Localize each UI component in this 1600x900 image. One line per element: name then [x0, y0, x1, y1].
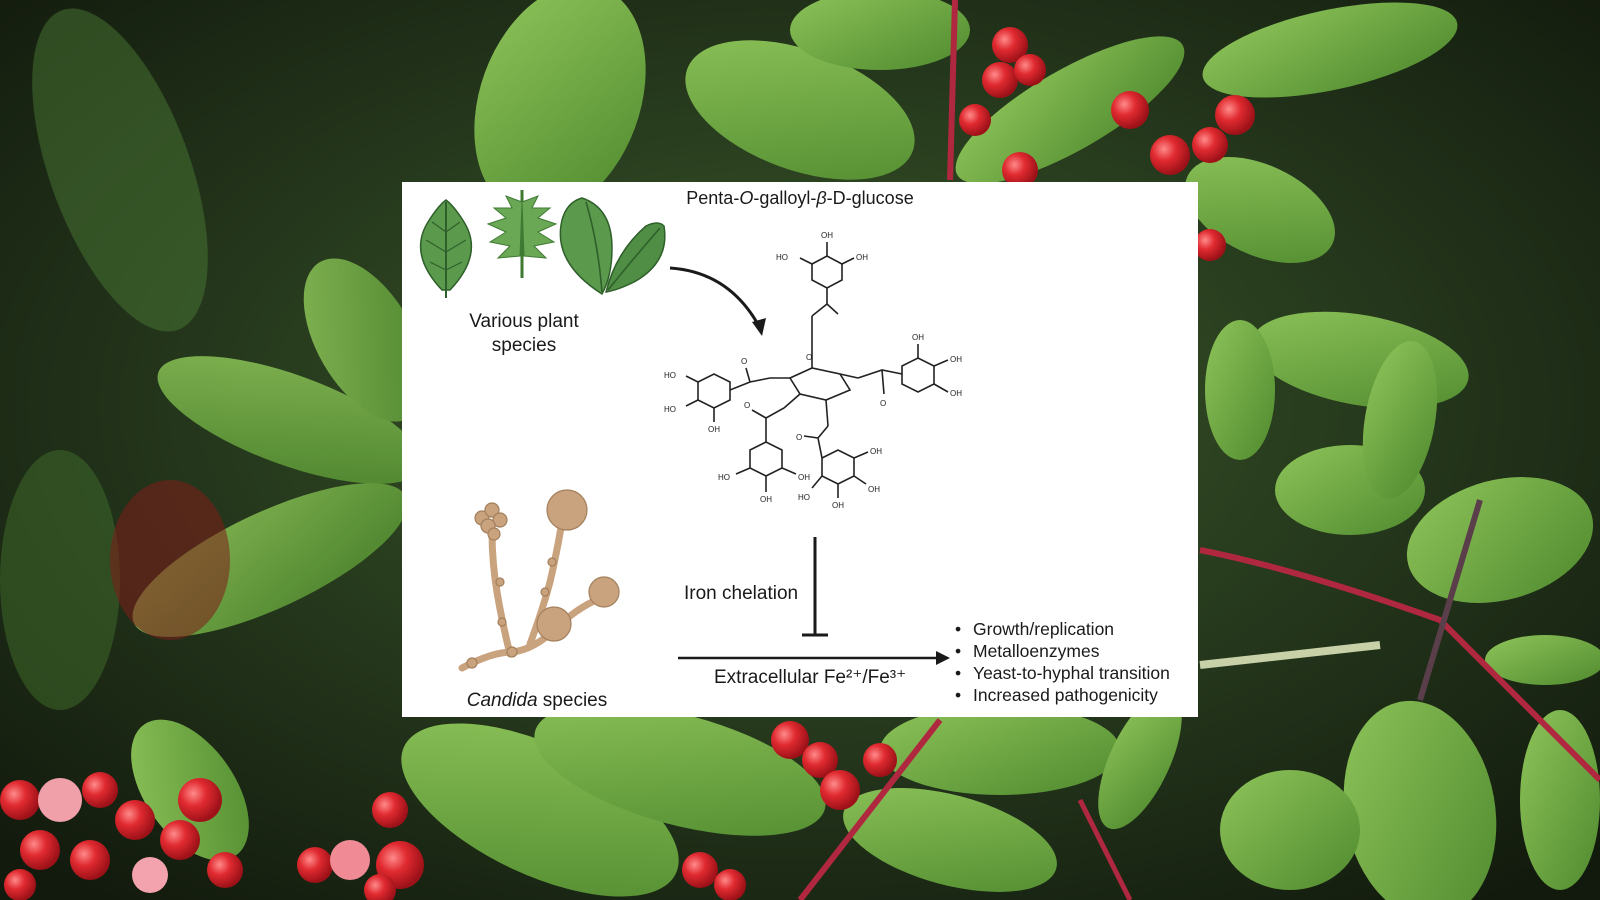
oh-label-5: OH [950, 355, 962, 364]
structure-atom-labels: OH HO OH O O HO HO OH OH OH OH O O O HO … [664, 231, 962, 510]
nettle-leaf-icon [419, 199, 473, 298]
candida-genus-text: Candida [466, 690, 538, 711]
oh-label-2: OH [856, 253, 868, 262]
oh-label-3: OH [708, 425, 720, 434]
iron-chelation-label: Iron chelation [684, 583, 799, 604]
ho-label-4: HO [718, 473, 730, 482]
oh-label-6: OH [950, 389, 962, 398]
o-label-5: O [796, 433, 802, 442]
effect-item: Yeast-to-hyphal transition [953, 662, 1170, 684]
iron-uptake-arrow-icon [678, 651, 950, 665]
molecule-title: Penta-O-galloyl-β-D-glucose [686, 188, 914, 208]
oh-label-8: OH [760, 495, 772, 504]
curved-arrow-icon [669, 266, 766, 336]
diagram-panel: OH HO OH O O HO HO OH OH OH OH O O O HO … [402, 182, 1198, 717]
leaf-cluster-bottom [131, 690, 1360, 900]
effect-item: Metalloenzymes [953, 640, 1170, 662]
candida-icon [458, 489, 620, 672]
o-label-4: O [744, 401, 750, 410]
berry-cluster-bottom [0, 721, 897, 900]
candida-species-text: species [537, 690, 608, 711]
basil-leaf-icon [559, 197, 666, 296]
pgg-structure [685, 242, 949, 498]
ho-label-1: HO [776, 253, 788, 262]
effect-item: Growth/replication [953, 618, 1170, 640]
fern-leaf-icon [486, 190, 558, 278]
leaf-cluster-right [1199, 311, 1600, 900]
ho-label-5: HO [798, 493, 810, 502]
ho-label-3: HO [664, 405, 676, 414]
oh-label-1: OH [821, 231, 833, 240]
o-label-2: O [741, 357, 747, 366]
berry-cluster-top [959, 27, 1255, 261]
leaf-cluster-top [474, 0, 1458, 263]
ho-label-2: HO [664, 371, 676, 380]
candida-species-label: Candida species [442, 690, 632, 712]
oh-label-11: OH [832, 501, 844, 510]
leaf-cluster-left [0, 8, 427, 710]
oh-label-7: OH [798, 473, 810, 482]
inhibition-arrow-icon [802, 537, 828, 637]
oh-label-10: OH [868, 485, 880, 494]
o-label-1: O [806, 353, 812, 362]
oh-label-4: OH [912, 333, 924, 342]
effect-item: Increased pathogenicity [953, 684, 1170, 706]
diagram-graphics: OH HO OH O O HO HO OH OH OH OH O O O HO … [419, 190, 962, 672]
oh-label-9: OH [870, 447, 882, 456]
iron-effects-list: Growth/replication Metalloenzymes Yeast-… [953, 618, 1170, 706]
extracellular-iron-label: Extracellular Fe²⁺/Fe³⁺ [714, 667, 907, 688]
plant-species-label: Various plant species [469, 311, 579, 356]
o-label-3: O [880, 399, 886, 408]
